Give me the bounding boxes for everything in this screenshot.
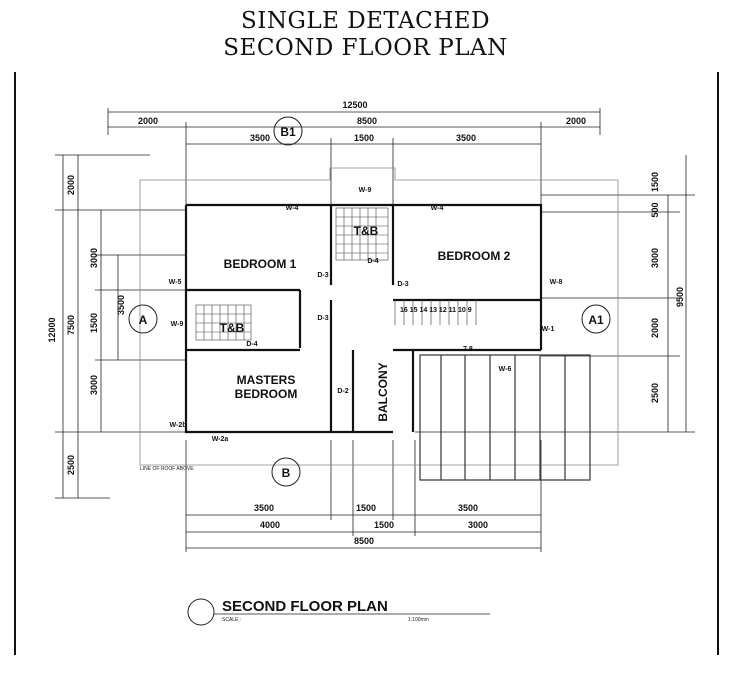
stair-numbers-top: 16 15 14 13 12 11 10 9 <box>400 307 472 314</box>
dimension-lines <box>55 108 695 552</box>
dim-right-c: 3000 <box>650 248 660 268</box>
stair-numbers-bottom: 7 8 <box>463 346 473 353</box>
dim-top-left: 2000 <box>138 116 158 126</box>
title-line-2: SECOND FLOOR PLAN <box>223 35 508 61</box>
dim-left-f: 3000 <box>89 375 99 395</box>
dim-right-a: 1500 <box>650 172 660 192</box>
caption-title: SECOND FLOOR PLAN <box>222 598 388 615</box>
section-a1-circle <box>581 304 611 334</box>
tag-d4-b: D-4 <box>246 341 257 348</box>
tag-d3-a: D-3 <box>317 272 328 279</box>
dim-bot-r2-a: 4000 <box>260 520 280 530</box>
title-line-1: SINGLE DETACHED <box>240 8 491 34</box>
dim-bot-total: 8500 <box>354 536 374 546</box>
tb-left-tiles <box>195 304 252 341</box>
tb-top-tiles <box>335 207 389 261</box>
section-a1-label: A1 <box>588 313 604 327</box>
dim-left-c: 2500 <box>66 455 76 475</box>
tag-d3-c: D-3 <box>397 281 408 288</box>
dim-top-seg1: 3500 <box>250 133 270 143</box>
tag-w9-left: W-9 <box>171 321 184 328</box>
tag-d4-a: D-4 <box>367 258 378 265</box>
room-balcony: BALCONY <box>376 362 390 421</box>
dim-bot-r1-b: 1500 <box>356 503 376 513</box>
roof-line <box>139 167 619 466</box>
section-b1-circle <box>273 116 303 146</box>
dim-bot-r1-c: 3500 <box>458 503 478 513</box>
dim-right-b: 500 <box>650 202 660 217</box>
section-markers <box>128 116 611 626</box>
dim-bot-r1-a: 3500 <box>254 503 274 513</box>
room-bedroom-1: BEDROOM 1 <box>224 257 297 271</box>
tag-w4-right: W-4 <box>431 205 444 212</box>
dim-left-b: 7500 <box>66 315 76 335</box>
section-a-label: A <box>139 313 148 327</box>
room-tb-left: T&B <box>220 321 245 335</box>
room-masters-line2: BEDROOM <box>235 387 298 401</box>
tag-w9-top: W-9 <box>359 187 372 194</box>
tag-d2: D-2 <box>337 388 348 395</box>
dim-left-total: 12000 <box>47 317 57 342</box>
dim-left-e: 1500 <box>89 313 99 333</box>
stair-treads <box>394 300 477 325</box>
dim-top-mid: 8500 <box>357 116 377 126</box>
dim-top-right: 2000 <box>566 116 586 126</box>
tag-w5: W-5 <box>169 279 182 286</box>
room-tb-top: T&B <box>354 224 379 238</box>
tag-w1: W-1 <box>542 326 555 333</box>
tag-w2b: W-2b <box>170 422 187 429</box>
dim-top-seg2: 1500 <box>354 133 374 143</box>
dim-top-seg3: 3500 <box>456 133 476 143</box>
section-b-label: B <box>282 466 291 480</box>
dim-right-e: 2500 <box>650 383 660 403</box>
building-walls <box>184 203 543 434</box>
section-b-circle <box>271 457 301 487</box>
roof-panels <box>419 354 591 481</box>
tag-w8: W-8 <box>550 279 563 286</box>
dim-bot-r2-b: 1500 <box>374 520 394 530</box>
roof-note: LINE OF ROOF ABOVE <box>140 466 194 472</box>
tag-w4-left: W-4 <box>286 205 299 212</box>
dim-right-d: 2000 <box>650 318 660 338</box>
dim-bot-r2-c: 3000 <box>468 520 488 530</box>
dim-right-total: 9500 <box>675 287 685 307</box>
caption-scale-label: SCALE : <box>222 617 241 623</box>
tag-w2a: W-2a <box>212 436 229 443</box>
tag-w6: W-6 <box>499 366 512 373</box>
caption-circle <box>187 598 215 626</box>
section-a-circle <box>128 304 158 334</box>
section-b1-label: B1 <box>280 125 296 139</box>
tag-d3-b: D-3 <box>317 315 328 322</box>
dim-left-a: 2000 <box>66 175 76 195</box>
room-bedroom-2: BEDROOM 2 <box>438 249 511 263</box>
room-masters-line1: MASTERS <box>237 373 296 387</box>
dim-left-d: 3000 <box>89 248 99 268</box>
caption-scale-value: 1:100mm <box>408 617 429 623</box>
dim-top-total: 12500 <box>342 100 367 110</box>
dim-left-g: 3500 <box>116 295 126 315</box>
